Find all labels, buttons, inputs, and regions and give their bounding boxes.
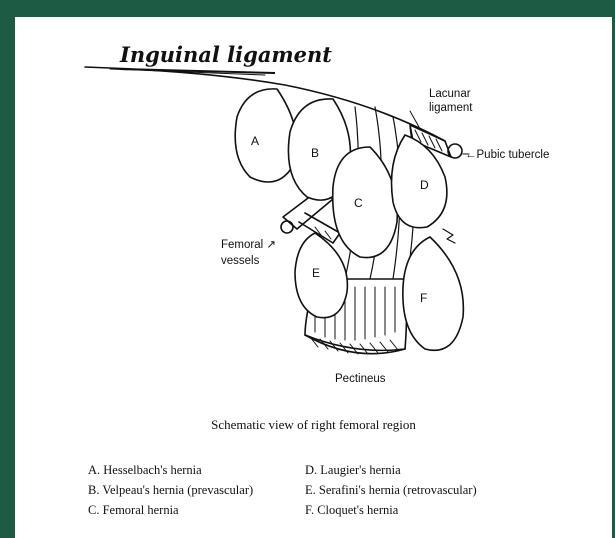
legend-item: C. Femoral hernia (88, 500, 253, 520)
legend-item: A. Hesselbach's hernia (88, 460, 253, 480)
hernia-c-shape (333, 147, 398, 258)
legend-item: B. Velpeau's hernia (prevascular) (88, 480, 253, 500)
legend-item: D. Laugier's hernia (305, 460, 477, 480)
letter-f: F (420, 291, 427, 305)
lacunar-ligament-label: Lacunar (429, 88, 471, 100)
legend-left: A. Hesselbach's hernia B. Velpeau's hern… (88, 460, 253, 520)
inguinal-ligament-title: Inguinal ligament (119, 42, 332, 67)
legend-item: F. Cloquet's hernia (305, 500, 477, 520)
pubic-tubercle-label: ←Pubic tubercle (465, 149, 549, 161)
femoral-vessels-label-2: vessels (221, 255, 260, 267)
lacunar-ligament-label-2: ligament (429, 102, 473, 114)
hernia-a-shape (235, 89, 297, 182)
pubic-tubercle-shape (448, 144, 462, 158)
pectineus-label: Pectineus (335, 373, 386, 385)
hernia-f-shape (403, 237, 464, 350)
letter-a: A (251, 134, 259, 148)
figure-caption: Schematic view of right femoral region (15, 417, 612, 433)
letter-b: B (311, 146, 319, 160)
legend-right: D. Laugier's hernia E. Serafini's hernia… (305, 460, 477, 520)
letter-e: E (312, 266, 320, 280)
letter-c: C (354, 196, 363, 210)
hernia-e-shape (295, 233, 347, 318)
legend-item: E. Serafini's hernia (retrovascular) (305, 480, 477, 500)
femoral-vessels-label: Femoral ↗ (221, 239, 276, 251)
letter-d: D (420, 178, 429, 192)
